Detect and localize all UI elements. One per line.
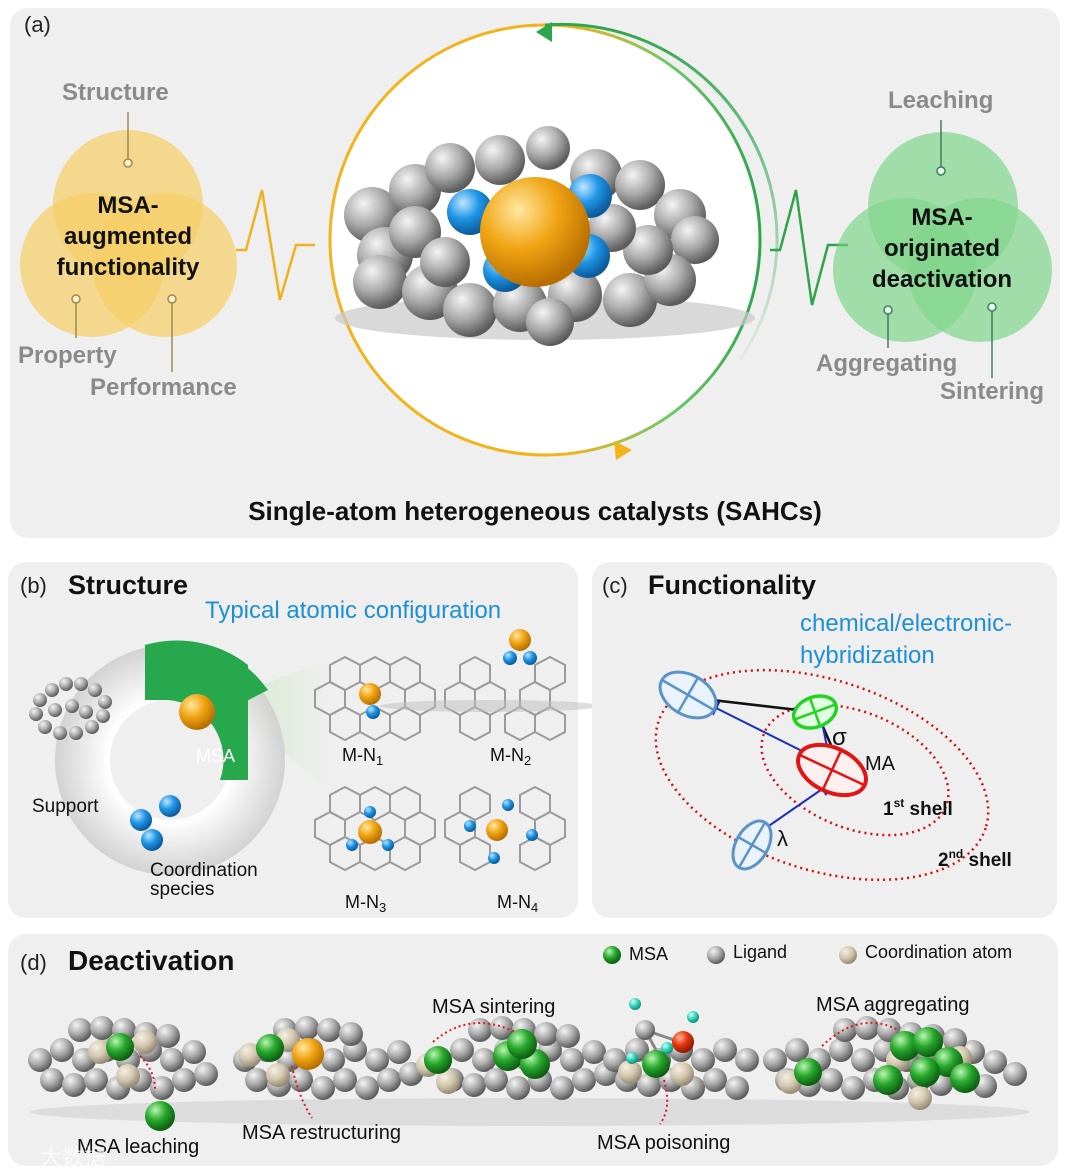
right-venn — [833, 132, 1052, 342]
panel-c-subtitle-2: hybridization — [800, 642, 935, 669]
panel-d-label: (d) — [20, 950, 47, 975]
orbital-green — [791, 694, 839, 730]
panel-b-title: Structure — [68, 570, 189, 600]
legend-coordination: Coordination atom — [865, 942, 1013, 962]
orbital-ma — [796, 742, 868, 798]
right-pointers — [883, 120, 997, 378]
label-m-n2: M-N2 — [490, 745, 532, 768]
aggregating-label: Aggregating — [816, 350, 958, 377]
label-m-n3: M-N3 — [345, 892, 387, 915]
left-pointers — [71, 112, 177, 372]
first-shell-label: 1st shell — [883, 796, 953, 820]
structure-label: Structure — [62, 79, 169, 106]
left-cluster-center: MSA- augmented functionality — [56, 192, 200, 281]
panel-b-label: (b) — [20, 573, 47, 598]
support-label: Support — [32, 796, 99, 817]
panel-b-subtitle: Typical atomic configuration — [205, 597, 502, 624]
performance-label: Performance — [90, 374, 237, 401]
support-ring — [29, 677, 112, 740]
panel-d-title: Deactivation — [68, 945, 235, 976]
process-arrows — [139, 1021, 899, 1125]
orbital-ligand-2 — [731, 819, 773, 871]
sahc-caption: Single-atom heterogeneous catalysts (SAH… — [248, 496, 822, 526]
ma-label: MA — [865, 753, 895, 775]
label-m-n1: M-N1 — [342, 745, 384, 768]
sintering-label: Sintering — [940, 378, 1045, 405]
label-msa-poisoning: MSA poisoning — [597, 1132, 731, 1154]
second-shell-label: 2nd shell — [938, 847, 1012, 871]
config-m-n1 — [314, 655, 436, 742]
msa-label: MSA — [196, 746, 236, 766]
label-msa-restructuring: MSA restructuring — [242, 1122, 401, 1144]
ring-arrow-top — [536, 22, 552, 42]
label-m-n4: M-N4 — [497, 892, 539, 915]
first-shell — [760, 703, 950, 837]
sigma-symbol: σ — [832, 724, 847, 751]
lambda-symbol: λ — [777, 826, 788, 851]
label-msa-sintering: MSA sintering — [432, 996, 556, 1018]
config-m-n4 — [444, 785, 566, 872]
second-shell — [654, 668, 990, 882]
orbital-ligand-1 — [658, 670, 718, 720]
panel-c-label: (c) — [602, 573, 628, 598]
left-zigzag — [236, 189, 315, 301]
legend-ligand: Ligand — [733, 942, 788, 962]
label-msa-aggregating: MSA aggregating — [816, 994, 970, 1016]
legend-msa: MSA — [629, 944, 669, 964]
coordination-label: Coordination — [150, 860, 258, 881]
config-m-n3 — [314, 785, 436, 872]
watermark: 大数据 — [40, 1145, 107, 1170]
right-cluster-center: MSA- originated deactivation — [871, 204, 1013, 293]
surface-slab — [28, 998, 1030, 1126]
leaching-label: Leaching — [888, 87, 994, 114]
ring-arrow-bottom — [614, 441, 632, 460]
sahc-model — [335, 126, 755, 346]
left-venn — [20, 130, 237, 337]
species-label: species — [150, 879, 215, 900]
panel-c-subtitle-1: chemical/electronic- — [800, 610, 1013, 637]
property-label: Property — [18, 342, 117, 369]
panel-c-title: Functionality — [648, 570, 816, 600]
right-zigzag — [770, 189, 848, 306]
label-msa-leaching: MSA leaching — [77, 1136, 200, 1158]
panel-a-label: (a) — [24, 12, 51, 37]
